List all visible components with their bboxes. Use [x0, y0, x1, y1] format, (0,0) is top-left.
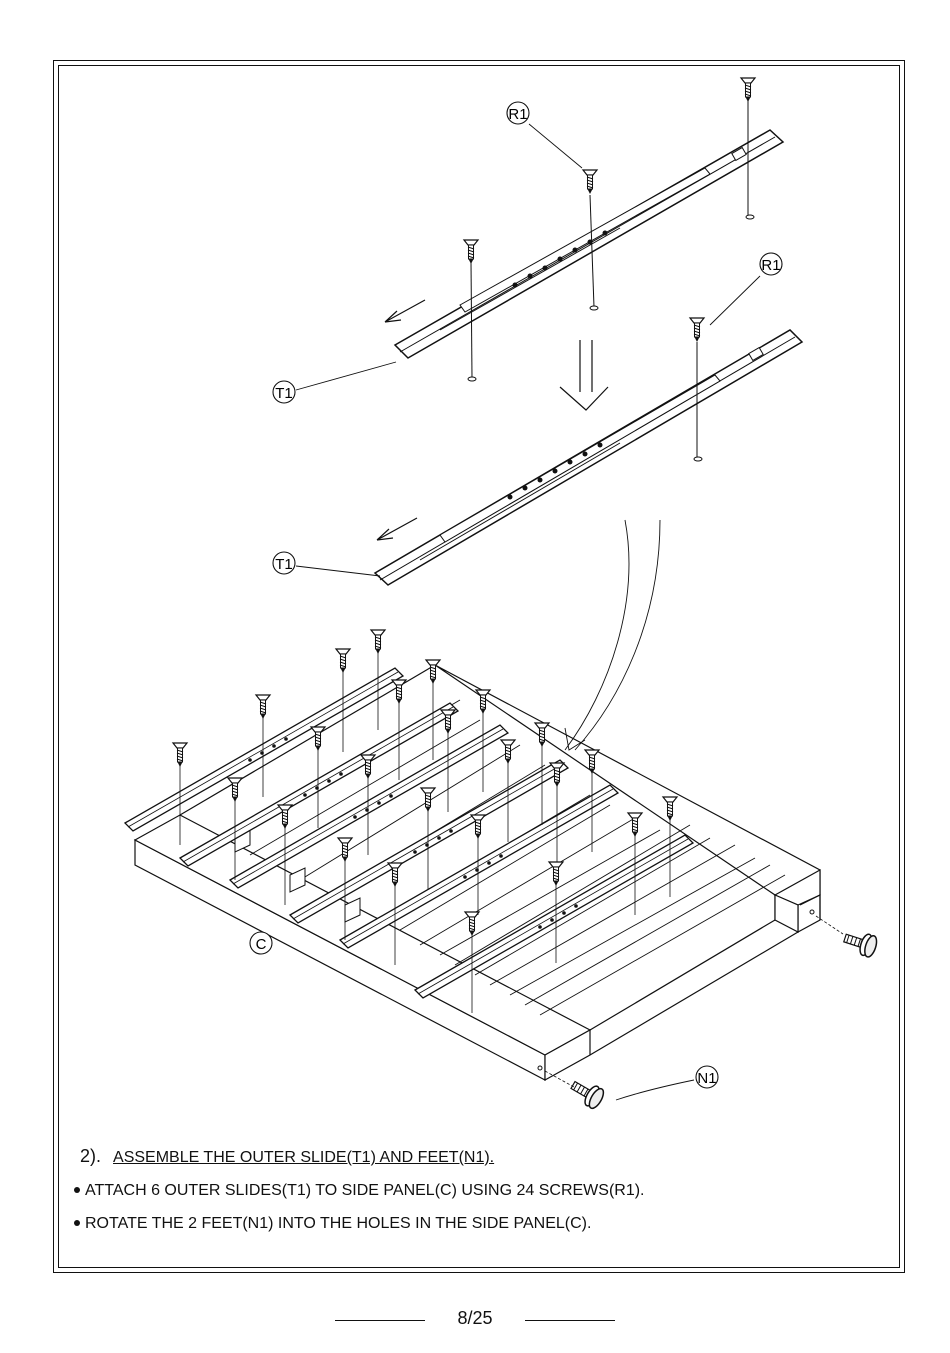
foot-n1-left	[568, 1075, 607, 1110]
callout-t1-upper: T1	[275, 385, 293, 402]
step-number: 2).	[80, 1146, 101, 1166]
page-number-rule-right	[525, 1320, 615, 1321]
instruction-text: ATTACH 6 OUTER SLIDES(T1) TO SIDE PANEL(…	[85, 1182, 645, 1199]
callout-r1-right: R1	[761, 257, 780, 274]
callout-c: C	[256, 936, 267, 953]
slide-t1-upper	[395, 130, 783, 358]
instruction-text: ROTATE THE 2 FEET(N1) INTO THE HOLES IN …	[85, 1215, 591, 1232]
instruction-bullet: ROTATE THE 2 FEET(N1) INTO THE HOLES IN …	[74, 1215, 591, 1233]
step-title: ASSEMBLE THE OUTER SLIDE(T1) AND FEET(N1…	[113, 1149, 494, 1166]
down-arrow-icon	[560, 340, 608, 410]
foot-n1-right	[842, 928, 879, 959]
slide-t1-lower	[375, 330, 802, 585]
callout-t1-lower: T1	[275, 556, 293, 573]
callout-n1: N1	[697, 1070, 716, 1087]
instruction-bullet: ATTACH 6 OUTER SLIDES(T1) TO SIDE PANEL(…	[74, 1182, 645, 1200]
step-heading: 2). ASSEMBLE THE OUTER SLIDE(T1) AND FEET…	[80, 1146, 494, 1167]
page-number: 8/25	[0, 1308, 950, 1329]
bullet-dot-icon	[74, 1187, 80, 1193]
bullet-dot-icon	[74, 1220, 80, 1226]
callout-r1-upper: R1	[508, 106, 527, 123]
